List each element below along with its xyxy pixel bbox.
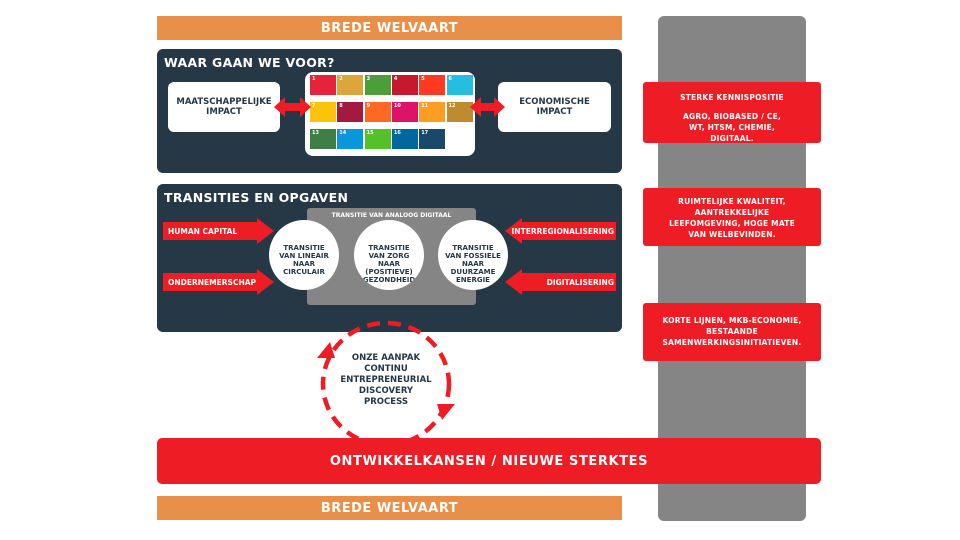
- sdg-tile-12: 12: [446, 102, 473, 122]
- sdg-tile-2: 2: [337, 75, 364, 95]
- interregionalisation-label: INTERREGIONALISERING: [511, 227, 614, 236]
- sdg-tile-number: 6: [448, 76, 452, 82]
- goals-panel: WAAR GAAN WE VOOR? MAATSCHAPPELIJKE IMPA…: [157, 49, 622, 173]
- sdg-tile-number: 7: [312, 103, 316, 109]
- sdg-tile-number: 15: [366, 130, 374, 136]
- sdg-tile-number: 9: [366, 103, 371, 109]
- bottom-banner: BREDE WELVAART: [157, 496, 622, 520]
- interregionalisation-arrow: [505, 218, 616, 244]
- digital-transition-label: TRANSITIE VAN ANALOOG DIGITAAL: [331, 212, 452, 219]
- sdg-tile-number: 3: [366, 76, 371, 82]
- sdg-tile-5: 5: [419, 75, 446, 95]
- sdg-tile-number: 10: [393, 103, 401, 109]
- sdg-tile-15: 15: [364, 129, 391, 149]
- entrepreneurship-arrow: [163, 269, 274, 295]
- sdg-tile-6: 6: [446, 75, 473, 95]
- sdg-tile-7: 7: [310, 102, 336, 122]
- digitalisation-label: DIGITALISERING: [546, 278, 614, 287]
- sdg-tile-1: 1: [310, 75, 336, 95]
- sdg-tile-number: 2: [339, 76, 343, 82]
- sdg-tile-13: 13: [310, 129, 336, 149]
- sdg-tile-number: 11: [421, 103, 429, 109]
- cycle-arrowhead-left: [317, 342, 335, 358]
- economic-impact-arrow: [470, 97, 505, 117]
- health-transition-circle: TRANSITIE VAN ZORG NAAR (POSITIEVE) GEZO…: [354, 220, 424, 290]
- economic-impact-box: ECONOMISCHE IMPACT: [498, 82, 611, 132]
- short-lines-body: KORTE LIJNEN, MKB-ECONOMIE, BESTAANDE SA…: [662, 316, 802, 347]
- sdg-tile-number: 16: [393, 130, 401, 136]
- knowledge-position-body: AGRO, BIOBASED / CE, WT, HTSM, CHEMIE, D…: [683, 111, 781, 143]
- sdg-tile-number: 14: [339, 130, 347, 136]
- goals-panel-title: WAAR GAAN WE VOOR?: [164, 55, 335, 70]
- approach-text: ONZE AANPAK CONTINU ENTREPRENEURIAL DISC…: [340, 353, 432, 408]
- sdg-tile-number: 12: [448, 103, 456, 109]
- sdg-tile-number: 4: [393, 76, 398, 82]
- sdg-tile-number: 5: [421, 76, 425, 82]
- knowledge-position-box: STERKE KENNISPOSITIE AGRO, BIOBASED / CE…: [643, 82, 821, 143]
- transition-arrows: [163, 218, 616, 295]
- sdg-tile-14: 14: [337, 129, 364, 149]
- sdg-tile-number: 1: [312, 76, 316, 82]
- top-banner: BREDE WELVAART: [157, 16, 622, 40]
- short-lines-box: KORTE LIJNEN, MKB-ECONOMIE, BESTAANDE SA…: [643, 303, 821, 361]
- sdg-tile-11: 11: [419, 102, 446, 122]
- sdg-tile-number: 17: [421, 130, 429, 136]
- approach-cycle: [317, 320, 455, 448]
- transitions-panel-title: TRANSITIES EN OPGAVEN: [164, 190, 349, 205]
- human-capital-label: HUMAN CAPITAL: [168, 227, 238, 236]
- development-opportunities-bar: ONTWIKKELKANSEN / NIEUWE STERKTES: [157, 438, 821, 484]
- entrepreneurship-label: ONDERNEMERSCHAP: [168, 278, 257, 287]
- social-impact-arrow: [274, 97, 311, 117]
- sdg-tile-17: 17: [419, 129, 446, 149]
- digitalisation-arrow: [505, 269, 616, 295]
- sdg-tile-3: 3: [364, 75, 391, 95]
- sdg-tile-16: 16: [391, 129, 418, 149]
- cycle-arrowhead-right: [437, 404, 455, 420]
- sdg-tile-8: 8: [337, 102, 364, 122]
- spatial-quality-box: RUIMTELIJKE KWALITEIT, AANTREKKELIJKE LE…: [643, 188, 821, 246]
- social-impact-box: MAATSCHAPPELIJKE IMPACT: [168, 82, 280, 132]
- sdg-tile-10: 10: [391, 102, 418, 122]
- knowledge-position-title: STERKE KENNISPOSITIE: [680, 93, 784, 102]
- spatial-quality-body: RUIMTELIJKE KWALITEIT, AANTREKKELIJKE LE…: [669, 197, 795, 239]
- impact-arrows: [274, 97, 505, 117]
- human-capital-arrow: [163, 218, 274, 244]
- sdg-tile-number: 8: [339, 103, 343, 109]
- transitions-panel: TRANSITIES EN OPGAVEN TRANSITIE VAN ANAL…: [157, 184, 622, 332]
- sdg-tile-number: 13: [312, 130, 319, 136]
- sdg-tile-4: 4: [391, 75, 418, 95]
- circular-transition-circle: TRANSITIE VAN LINEAIR NAAR CIRCULAIR: [269, 220, 339, 290]
- sdg-tile-9: 9: [364, 102, 391, 122]
- energy-transition-circle: TRANSITIE VAN FOSSIELE NAAR DUURZAME ENE…: [438, 220, 508, 290]
